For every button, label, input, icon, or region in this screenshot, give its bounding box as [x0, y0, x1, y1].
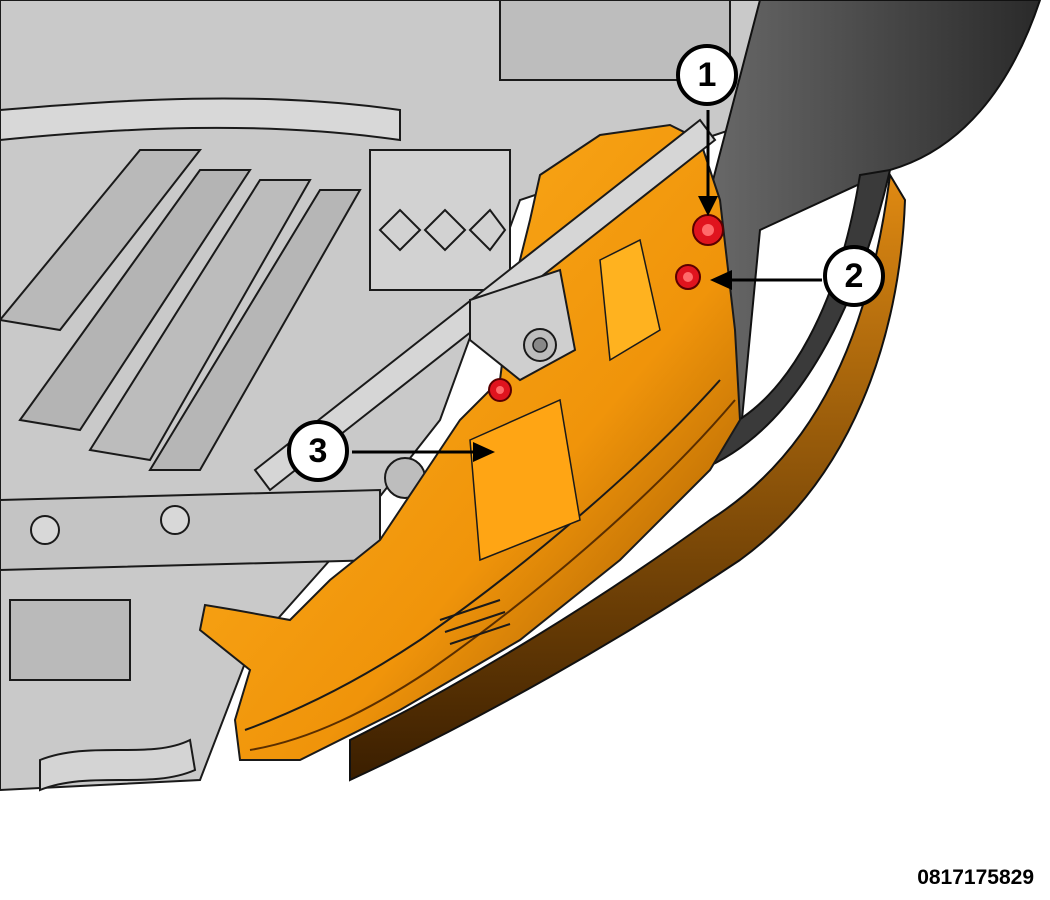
bumper-lip	[349, 172, 907, 782]
figure-id: 0817175829	[917, 866, 1034, 889]
front-fascia	[697, 0, 1042, 472]
headlamp-assembly	[198, 123, 742, 761]
callout-2: 2	[823, 245, 885, 307]
leader-arrow-3	[352, 442, 495, 462]
fastener-3	[488, 378, 512, 402]
support-strut	[253, 118, 717, 492]
callout-3: 3	[287, 420, 349, 482]
fastener-2	[675, 264, 701, 290]
callout-1: 1	[676, 44, 738, 106]
fastener-1	[692, 214, 724, 246]
leader-arrow-2	[710, 270, 822, 290]
leader-arrow-1	[698, 110, 718, 216]
